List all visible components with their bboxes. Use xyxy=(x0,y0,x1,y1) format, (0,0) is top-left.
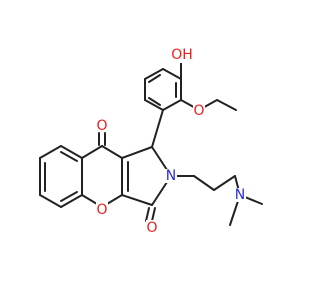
bond xyxy=(144,68,164,80)
bond-lines xyxy=(39,57,263,226)
bond xyxy=(213,175,236,191)
ketone-oxygen-right-label: O xyxy=(146,220,157,236)
bond xyxy=(101,145,123,159)
methoxy-oxygen-label: O xyxy=(193,103,204,119)
bond xyxy=(145,207,150,222)
ring-oxygen-label: O xyxy=(96,202,107,218)
ketone-oxygen-top-label: O xyxy=(96,118,107,134)
bond xyxy=(148,74,161,83)
bond xyxy=(60,191,78,202)
bond xyxy=(121,146,153,159)
hydroxyl-label: OH xyxy=(171,47,193,63)
chemical-structure-diagram: OH O O O O N N xyxy=(39,47,263,236)
bond xyxy=(144,99,164,111)
bond xyxy=(60,151,78,162)
bond xyxy=(121,194,153,206)
bond xyxy=(81,145,103,159)
bond xyxy=(39,145,62,159)
bond xyxy=(60,194,83,208)
bond xyxy=(151,207,156,222)
bond xyxy=(162,99,182,111)
amine-nitrogen-label: N xyxy=(235,187,245,203)
ring-nitrogen-label: N xyxy=(166,168,176,184)
atom-labels: OH O O O O N N xyxy=(96,47,246,236)
bond xyxy=(151,109,164,148)
bond xyxy=(60,145,83,159)
bond xyxy=(148,97,161,106)
bond xyxy=(193,175,215,191)
bond xyxy=(39,194,62,208)
bond xyxy=(162,68,182,80)
bond xyxy=(216,99,237,111)
